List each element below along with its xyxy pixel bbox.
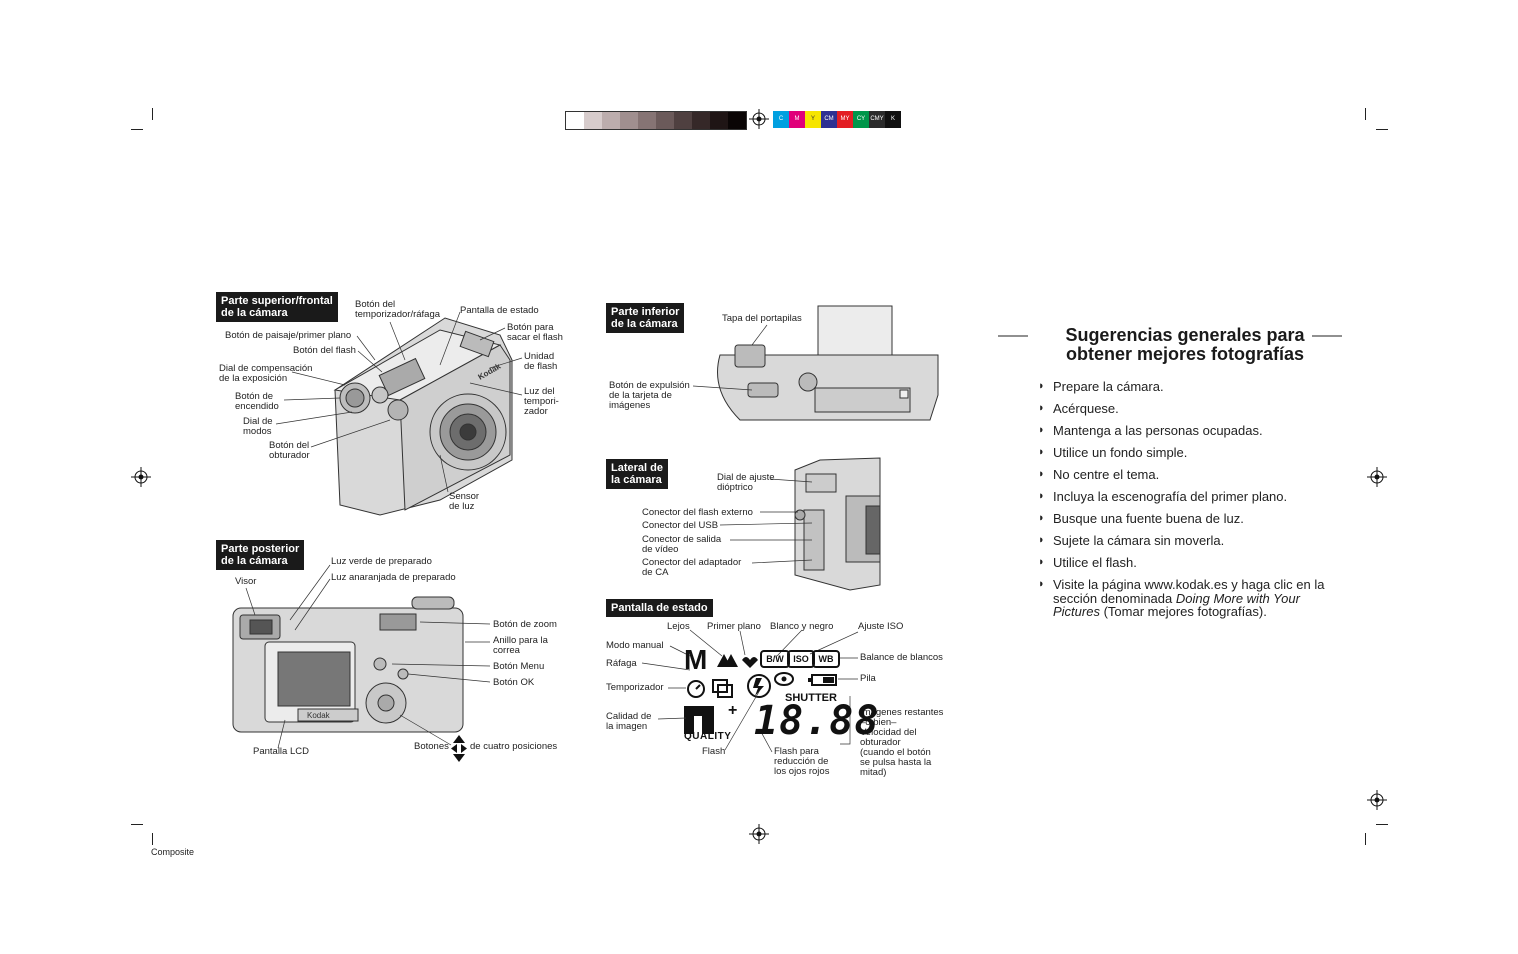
tip-item: ◗No centre el tema. xyxy=(1038,468,1328,482)
bullet-icon: ◗ xyxy=(1038,468,1045,482)
tips-title: Sugerencias generales para obtener mejor… xyxy=(1030,326,1340,364)
tips-title-line2: obtener mejores fotografías xyxy=(1030,345,1340,364)
tip-item: ◗Utilice un fondo simple. xyxy=(1038,446,1328,460)
bullet-icon: ◗ xyxy=(1038,402,1045,416)
bullet-icon: ◗ xyxy=(1038,424,1045,438)
bullet-icon: ◗ xyxy=(1038,446,1045,460)
tip-item: ◗Acérquese. xyxy=(1038,402,1328,416)
tips-title-line1: Sugerencias generales para xyxy=(1030,326,1340,345)
bullet-icon: ◗ xyxy=(1038,380,1045,394)
tip-item: ◗Utilice el flash. xyxy=(1038,556,1328,570)
tip-item: ◗Busque una fuente buena de luz. xyxy=(1038,512,1328,526)
tip-item: ◗Mantenga a las personas ocupadas. xyxy=(1038,424,1328,438)
tip-item-website: ◗Visite la página www.kodak.es y haga cl… xyxy=(1038,578,1328,619)
bullet-icon: ◗ xyxy=(1038,490,1045,504)
bullet-icon: ◗ xyxy=(1038,512,1045,526)
tip-item: ◗Prepare la cámara. xyxy=(1038,380,1328,394)
tip-item: ◗Sujete la cámara sin moverla. xyxy=(1038,534,1328,548)
bullet-icon: ◗ xyxy=(1038,578,1045,592)
tips-list: ◗Prepare la cámara. ◗Acérquese. ◗Manteng… xyxy=(1038,380,1328,627)
tip-item: ◗Incluya la escenografía del primer plan… xyxy=(1038,490,1328,504)
bullet-icon: ◗ xyxy=(1038,534,1045,548)
bullet-icon: ◗ xyxy=(1038,556,1045,570)
